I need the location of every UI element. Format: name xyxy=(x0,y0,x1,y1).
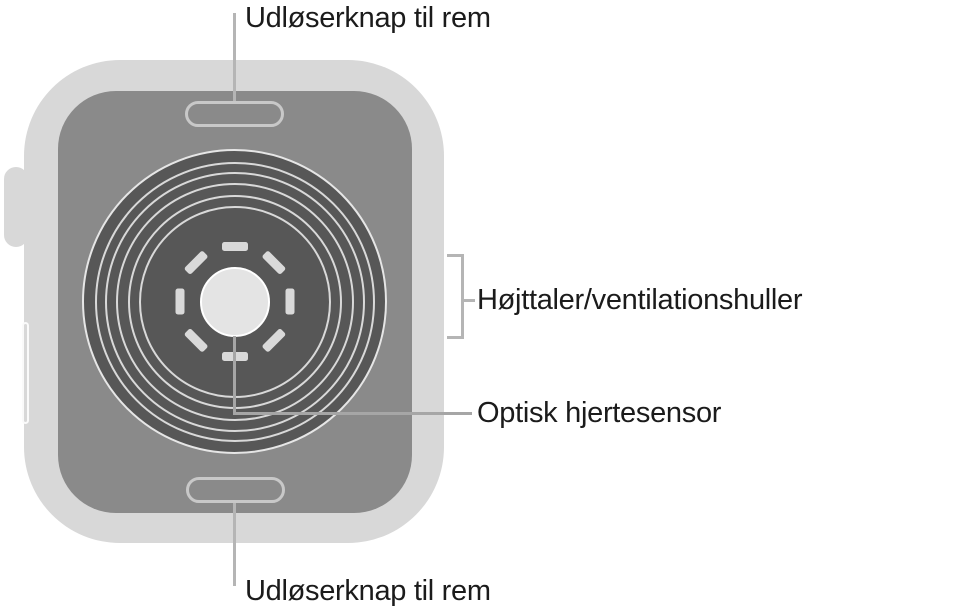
pointer-line-top xyxy=(233,13,236,101)
label-heart-sensor: Optisk hjertesensor xyxy=(477,397,722,429)
label-band-release-top: Udløserknap til rem xyxy=(245,2,491,34)
label-band-release-bottom: Udløserknap til rem xyxy=(245,575,491,607)
bracket-middle-tick xyxy=(461,299,475,302)
heart-sensor-center xyxy=(199,266,270,337)
sensor-ring xyxy=(104,171,365,432)
bracket-vertical-line xyxy=(461,254,464,339)
sensor-dash xyxy=(175,288,184,315)
heart-sensor-pointer-horizontal xyxy=(233,412,472,415)
label-speaker-vents: Højttaler/ventilationshuller xyxy=(477,284,803,316)
band-release-button-bottom xyxy=(186,477,285,503)
sensor-ring xyxy=(94,161,375,442)
sensor-dash xyxy=(285,288,294,315)
heart-sensor-pointer-vertical xyxy=(233,336,236,414)
sensor-ring xyxy=(115,182,354,421)
side-button-slot xyxy=(22,322,29,424)
bracket-top-tick xyxy=(447,254,464,257)
bracket-bottom-tick xyxy=(447,336,464,339)
band-release-button-top xyxy=(185,101,284,127)
pointer-line-bottom xyxy=(233,503,236,586)
sensor-dash xyxy=(221,242,248,251)
